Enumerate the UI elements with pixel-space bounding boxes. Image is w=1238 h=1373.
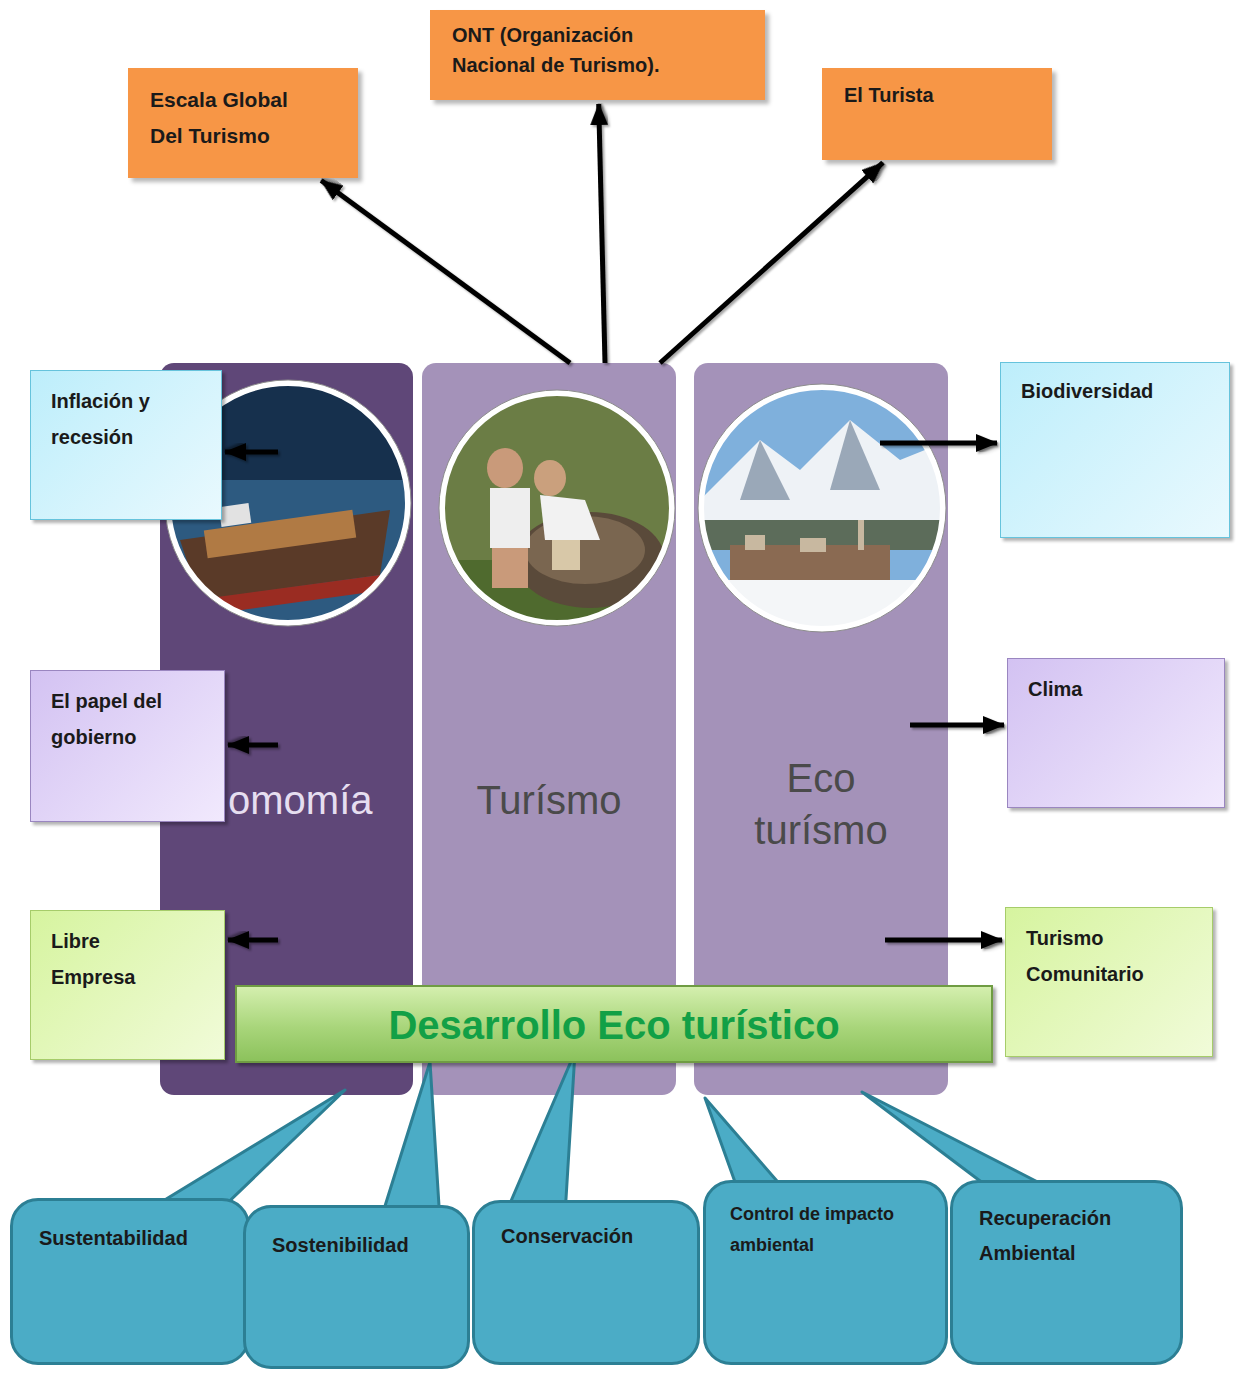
tortoise-photo bbox=[440, 390, 680, 630]
box-label: Control de impacto ambiental bbox=[730, 1199, 894, 1260]
box-label: Conservación bbox=[501, 1219, 685, 1254]
callout-box: Control de impacto ambiental bbox=[703, 1180, 948, 1365]
arrow-connector bbox=[321, 180, 570, 363]
callout-box: Sostenibilidad bbox=[243, 1205, 470, 1369]
box-label: ONT (Organización Nacional de Turismo). bbox=[452, 20, 695, 80]
banner-title: Desarrollo Eco turístico bbox=[247, 1003, 981, 1048]
factor-box: Turismo Comunitario bbox=[1005, 907, 1213, 1057]
arrow-connector bbox=[885, 938, 1002, 943]
callout-pointer bbox=[140, 1090, 345, 1215]
arrow-connector bbox=[910, 723, 1004, 728]
arrow-connector bbox=[599, 104, 605, 363]
box-label: Turismo Comunitario bbox=[1026, 920, 1166, 992]
photo-frame bbox=[439, 390, 675, 626]
arrow-connector bbox=[225, 450, 278, 455]
callout-box: Sustentabilidad bbox=[10, 1198, 250, 1365]
box-label: Libre Empresa bbox=[51, 923, 151, 995]
callout-box: Recuperación Ambiental bbox=[950, 1180, 1183, 1365]
factor-box: Clima bbox=[1007, 658, 1225, 808]
box-label: El papel del gobierno bbox=[51, 683, 212, 755]
topic-box: Escala Global Del Turismo bbox=[128, 68, 358, 178]
factor-box: Biodiversidad bbox=[1000, 362, 1230, 538]
box-label: El Turista bbox=[844, 78, 1032, 112]
factor-box: Inflación y recesión bbox=[30, 370, 222, 520]
photo-frame bbox=[442, 393, 672, 623]
box-label: Clima bbox=[1028, 671, 1212, 707]
photo-frame bbox=[698, 384, 946, 632]
callout-pointer bbox=[505, 1052, 575, 1215]
factor-box: Libre Empresa bbox=[30, 910, 225, 1060]
box-label: Sostenibilidad bbox=[272, 1228, 455, 1263]
arrow-connector bbox=[228, 938, 278, 943]
arrow-connector bbox=[660, 163, 883, 363]
box-label: Escala Global Del Turismo bbox=[150, 82, 318, 153]
arrow-connector bbox=[880, 441, 997, 446]
callout-box: Conservación bbox=[472, 1200, 700, 1365]
topic-box: El Turista bbox=[822, 68, 1052, 160]
box-label: Inflación y recesión bbox=[51, 383, 209, 455]
topic-box: ONT (Organización Nacional de Turismo). bbox=[430, 10, 765, 100]
arrow-connector bbox=[228, 743, 278, 748]
column-title: Eco turísmo bbox=[736, 752, 906, 856]
banner-bar: Desarrollo Eco turístico bbox=[235, 985, 993, 1063]
box-label: Biodiversidad bbox=[1021, 373, 1217, 409]
column-title: Turísmo bbox=[422, 774, 676, 826]
factor-box: El papel del gobierno bbox=[30, 670, 225, 822]
box-label: Recuperación Ambiental bbox=[979, 1201, 1139, 1271]
photo-frame bbox=[701, 387, 943, 629]
column-title: omomía bbox=[228, 774, 373, 826]
callout-pointer bbox=[380, 1062, 440, 1222]
box-label: Sustentabilidad bbox=[39, 1221, 235, 1256]
